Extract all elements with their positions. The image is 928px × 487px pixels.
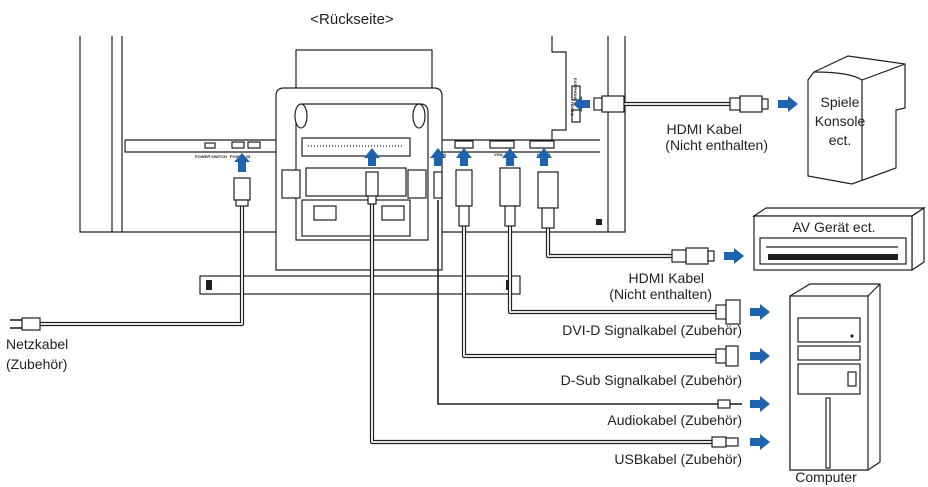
dvi-arrow [502,148,518,166]
console-label-3: ect. [829,132,852,148]
monitor-rear: EARPHONE HDMI 2 [79,36,626,233]
port-label-earphone: EARPHONE [573,78,578,101]
port-label-audio: IN [442,152,446,157]
arrow-audio-to-pc [750,396,770,412]
hdmi-top-label-2: (Nicht enthalten) [665,137,768,153]
usb-cable-label: USBkabel (Zubehör) [614,451,742,467]
hdmi-top-label-1: HDMI Kabel [667,121,742,137]
dvi-cable [499,167,741,325]
dsub-cable [455,169,739,367]
hdmi-cable-bottom [537,171,715,265]
av-device-label: AV Gerät ect. [793,219,876,235]
hdmi1-arrow [536,148,552,166]
hdmi2-arrow [573,96,590,112]
audio-cable-label: Audiokabel (Zubehör) [607,412,742,428]
hdmi-bottom-label-1: HDMI Kabel [629,270,704,286]
port-label-hdmi2: HDMI 2 [570,102,575,116]
arrow-to-console [778,96,798,112]
console-label-1: Spiele [821,94,860,110]
computer-label: Computer [795,469,857,485]
computer-tower: Computer [789,283,881,485]
power-cable-label-2: (Zubehör) [6,356,67,372]
arrow-dvi-to-pc [750,304,770,320]
power-arrow [234,153,250,172]
dsub-arrow [456,148,472,166]
av-device: AV Gerät ect. [752,206,926,272]
arrow-to-av [724,248,744,264]
arrow-dsub-to-pc [750,348,770,364]
usb-cable [365,171,739,448]
game-console: Spiele Konsole ect. [807,55,906,185]
hdmi-bottom-label-2: (Nicht enthalten) [609,286,712,302]
console-label-2: Konsole [815,113,866,129]
port-label-vga: VGA [494,152,503,157]
diagram-title: <Rückseite> [310,11,394,28]
usb-arrow [364,148,380,166]
port-label-power: POWER SWITCH [195,154,227,159]
power-cable [10,177,251,331]
monitor-stand [199,49,521,295]
audio-arrow [430,148,446,166]
hdmi-cable-top [593,95,769,113]
power-cable-label-1: Netzkabel [6,336,68,352]
arrow-usb-to-pc [750,434,770,450]
dvi-cable-label: DVI-D Signalkabel (Zubehör) [562,322,742,338]
dsub-cable-label: D-Sub Signalkabel (Zubehör) [561,372,742,388]
audio-cable [433,171,742,409]
